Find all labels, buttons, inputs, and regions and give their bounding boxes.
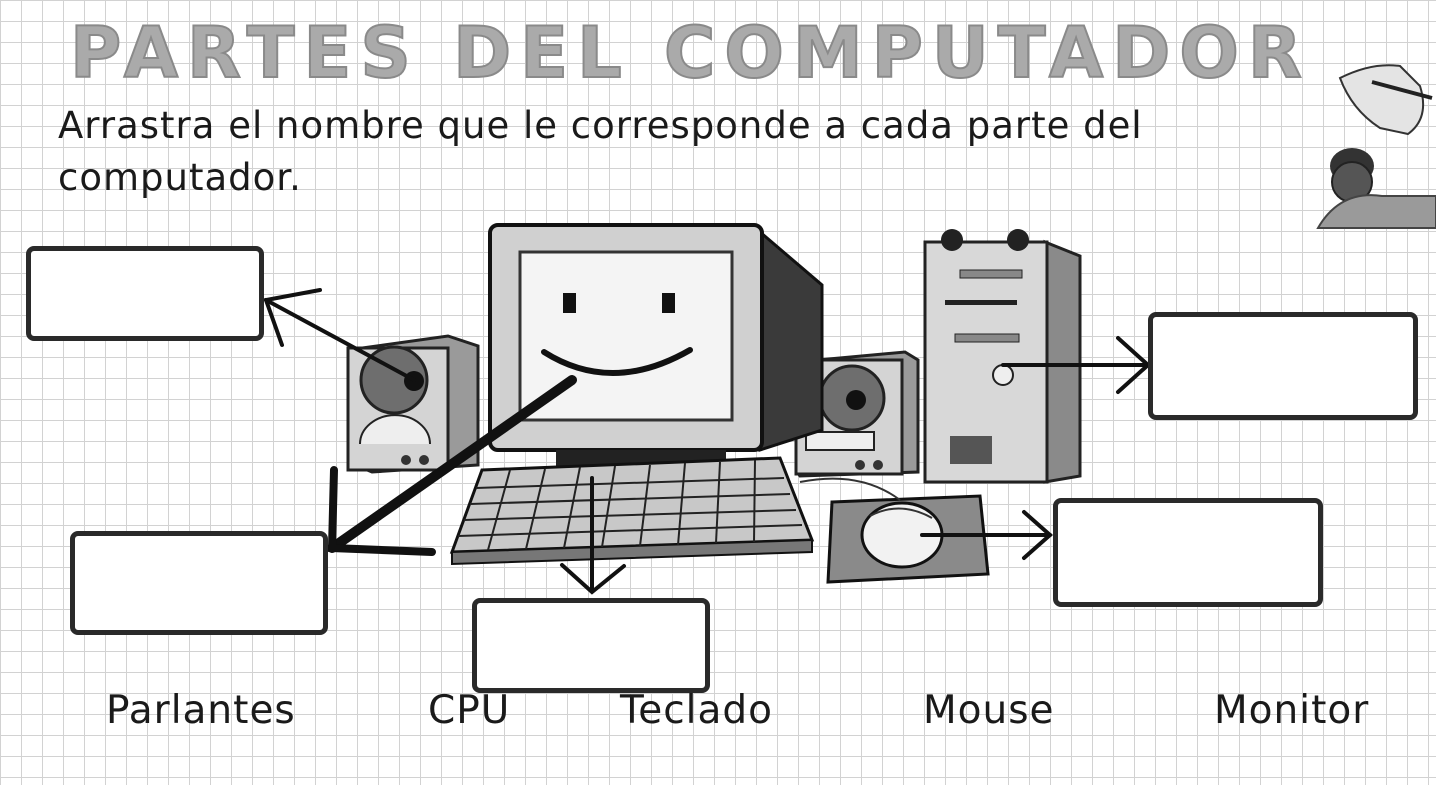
drop-box-speaker[interactable] (26, 246, 264, 341)
instruction-text: Arrastra el nombre que le corresponde a … (58, 104, 1143, 199)
monitor-image (488, 223, 824, 472)
left-speaker-image (346, 334, 480, 474)
word-mouse[interactable]: Mouse (923, 688, 1055, 733)
drop-box-keyboard[interactable] (472, 598, 710, 693)
drop-box-cpu[interactable] (1148, 312, 1418, 420)
pointer-arrows (263, 288, 1151, 595)
page-title: PARTES DEL COMPUTADOR (69, 12, 1311, 94)
word-parlantes[interactable]: Parlantes (106, 688, 296, 733)
word-monitor[interactable]: Monitor (1214, 688, 1370, 733)
keyboard-image (449, 456, 815, 566)
word-cpu[interactable]: CPU (428, 688, 511, 733)
word-teclado[interactable]: Teclado (620, 688, 773, 733)
cpu-tower-image (923, 229, 1082, 484)
drop-box-monitor[interactable] (70, 531, 328, 635)
drop-box-mouse[interactable] (1053, 498, 1323, 607)
mouse-image (799, 477, 990, 584)
thinking-girl-icon (1316, 148, 1436, 229)
hand-writing-icon (1338, 64, 1433, 136)
